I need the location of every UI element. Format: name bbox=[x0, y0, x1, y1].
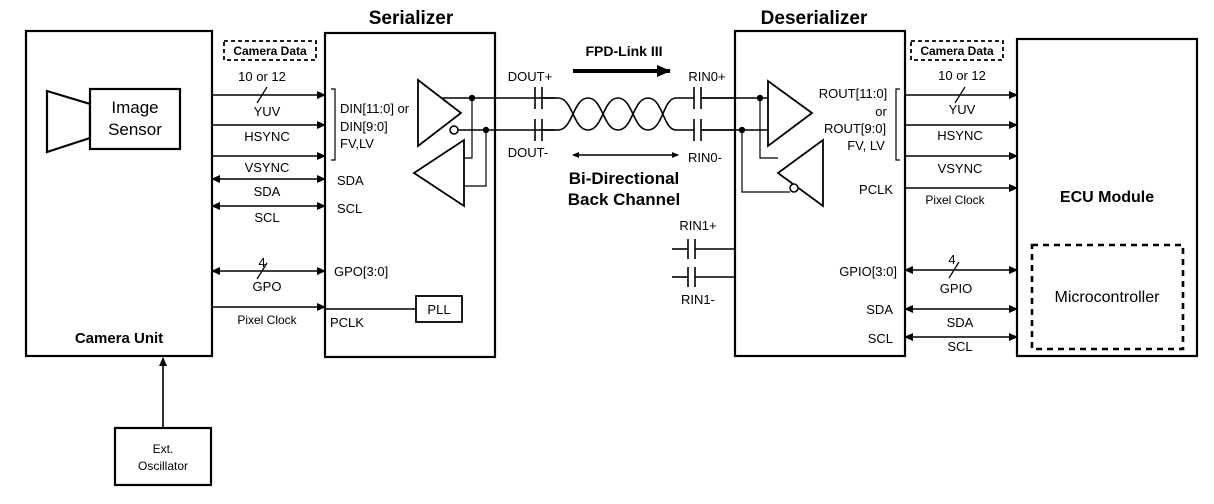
ecu-module-label: ECU Module bbox=[1060, 189, 1154, 206]
scl-pin-des: SCL bbox=[868, 331, 893, 346]
driver-p-wire bbox=[759, 98, 778, 159]
serializer-title: Serializer bbox=[369, 8, 454, 29]
gpio-slash-right bbox=[948, 261, 960, 279]
gpio-width-right: 4 bbox=[948, 252, 955, 267]
microcontroller-box bbox=[1030, 243, 1185, 351]
pll-label: PLL bbox=[427, 302, 450, 317]
sda-pin-ser: SDA bbox=[337, 173, 364, 188]
sda-label-right: SDA bbox=[947, 315, 974, 330]
yuv-label-right: YUV bbox=[949, 102, 976, 117]
ecu-module-box bbox=[1015, 37, 1199, 358]
bus-slash-left bbox=[256, 86, 268, 104]
camera-data-tag-left bbox=[223, 40, 317, 61]
pixel-clock-label-right: Pixel Clock bbox=[925, 193, 985, 207]
hsync-label-left: HSYNC bbox=[244, 129, 290, 144]
pclk-pin-ser: PCLK bbox=[330, 315, 364, 330]
microcontroller-label: Microcontroller bbox=[1055, 289, 1161, 306]
rout-label-1: ROUT[11:0] bbox=[819, 86, 887, 101]
din-bracket bbox=[331, 88, 336, 161]
gpo-label-left: GPO bbox=[253, 279, 282, 294]
gpo-width-left: 4 bbox=[258, 255, 265, 270]
pll-box bbox=[415, 295, 463, 323]
rin0-p-label: RIN0+ bbox=[688, 69, 725, 84]
rout-label-2: or bbox=[875, 104, 887, 119]
vsync-label-right: VSYNC bbox=[938, 161, 983, 176]
rout-label-3: ROUT[9:0] bbox=[824, 121, 886, 136]
twisted-pair-wire-b bbox=[557, 97, 677, 131]
din-label-1: DIN[11:0] or bbox=[340, 101, 410, 116]
din-label-3: FV,LV bbox=[340, 136, 374, 151]
driver-inverting-bubble bbox=[789, 183, 799, 193]
dout-p-label: DOUT+ bbox=[508, 69, 552, 84]
camera-unit-box bbox=[24, 29, 214, 358]
gpio-pin-des: GPIO[3:0] bbox=[839, 264, 897, 279]
yuv-label-left: YUV bbox=[254, 104, 281, 119]
rout-label-4: FV, LV bbox=[847, 138, 885, 153]
rin0-n-label: RIN0- bbox=[688, 150, 722, 165]
gpo-pin-ser: GPO[3:0] bbox=[334, 264, 388, 279]
image-sensor-box bbox=[88, 87, 182, 151]
rout-bracket bbox=[895, 88, 900, 161]
oscillator-line2: Oscillator bbox=[138, 459, 188, 473]
driver-inverting-bubble bbox=[449, 125, 459, 135]
camera-data-label-right: Camera Data bbox=[920, 44, 994, 58]
receiver-n-wire bbox=[464, 130, 487, 187]
hsync-label-right: HSYNC bbox=[937, 128, 983, 143]
scl-label-right: SCL bbox=[947, 339, 972, 354]
image-sensor-line2: Sensor bbox=[108, 120, 162, 139]
gpo-slash-left bbox=[256, 262, 268, 280]
scl-pin-ser: SCL bbox=[337, 201, 362, 216]
scl-label-left: SCL bbox=[254, 210, 279, 225]
rin1-n-label: RIN1- bbox=[681, 292, 715, 307]
serializer-driver-icon bbox=[417, 78, 463, 148]
fpd-link-label: FPD-Link III bbox=[586, 43, 663, 59]
bus-width-left: 10 or 12 bbox=[238, 69, 286, 84]
sda-label-left: SDA bbox=[254, 184, 281, 199]
serializer-box bbox=[323, 31, 497, 359]
deserializer-driver-icon bbox=[776, 138, 824, 208]
dout-n-label: DOUT- bbox=[508, 145, 548, 160]
back-channel-line1: Bi-Directional bbox=[569, 169, 680, 188]
camera-data-tag-right bbox=[910, 40, 1004, 61]
twisted-pair-wire-a bbox=[557, 97, 677, 131]
din-label-2: DIN[9:0] bbox=[340, 119, 388, 134]
bus-width-right: 10 or 12 bbox=[938, 68, 986, 83]
deserializer-receiver-icon bbox=[767, 79, 814, 148]
bus-slash-right bbox=[954, 86, 966, 104]
pixel-clock-label-left: Pixel Clock bbox=[237, 313, 297, 327]
driver-n-wire bbox=[741, 130, 790, 193]
sda-pin-des: SDA bbox=[866, 302, 893, 317]
camera-data-label-left: Camera Data bbox=[233, 44, 307, 58]
back-channel-line2: Back Channel bbox=[568, 190, 680, 209]
pclk-pin-des: PCLK bbox=[859, 182, 893, 197]
gpio-label-right: GPIO bbox=[940, 281, 973, 296]
camera-unit-label: Camera Unit bbox=[75, 330, 163, 347]
receiver-p-wire bbox=[464, 98, 473, 159]
deserializer-title: Deserializer bbox=[761, 8, 868, 29]
oscillator-box bbox=[113, 426, 213, 487]
vsync-label-left: VSYNC bbox=[245, 160, 290, 175]
image-sensor-line1: Image bbox=[111, 98, 158, 117]
oscillator-line1: Ext. bbox=[153, 442, 174, 456]
rin1-p-label: RIN1+ bbox=[679, 218, 716, 233]
serializer-receiver-icon bbox=[412, 138, 465, 208]
